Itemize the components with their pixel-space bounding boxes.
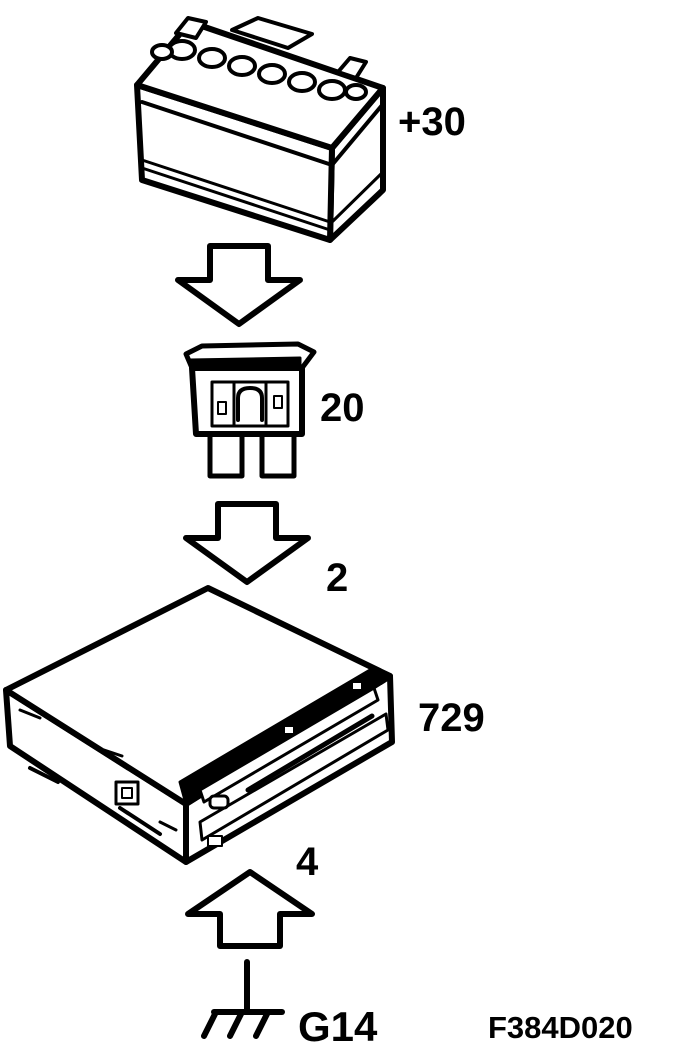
ground-symbol-icon: [201, 959, 285, 1039]
arrow-down-icon: [183, 501, 311, 585]
blade-fuse-icon: [183, 341, 317, 479]
figure-code-label: F384D020: [488, 1010, 633, 1045]
control-module-icon: [3, 585, 395, 865]
ground-pin-label: 4: [296, 840, 319, 884]
fuse-number-label: 20: [320, 386, 365, 430]
arrow-up-icon: [185, 869, 315, 949]
ground-point-label: G14: [298, 1003, 378, 1050]
arrow-down-icon: [175, 243, 303, 327]
input-pin-label: 2: [326, 556, 349, 600]
car-battery-icon: [134, 16, 386, 243]
battery-terminal-label: +30: [398, 100, 466, 144]
module-number-label: 729: [418, 696, 485, 740]
